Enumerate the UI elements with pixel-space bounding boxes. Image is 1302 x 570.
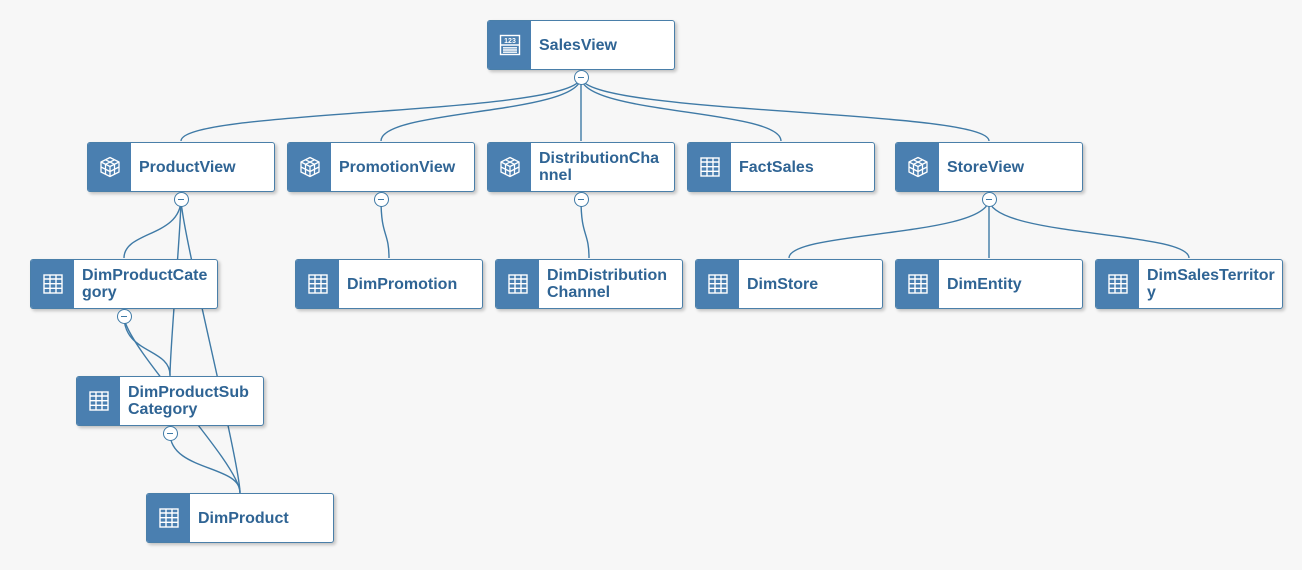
collapse-toggle-salesview[interactable]: [574, 70, 589, 85]
node-dimentity[interactable]: DimEntity: [895, 259, 1083, 309]
node-promotionview[interactable]: PromotionView: [287, 142, 475, 192]
collapse-toggle-distributionchannel[interactable]: [574, 192, 589, 207]
node-label: SalesView: [539, 36, 617, 54]
node-factsales[interactable]: FactSales: [687, 142, 875, 192]
node-label: DistributionChannel: [539, 150, 659, 184]
node-label: DimProductSubCategory: [128, 384, 249, 418]
edge-storeview-dimsalesterritory: [988, 198, 1190, 259]
node-label: FactSales: [739, 158, 814, 176]
edge-dimproductcategory-dimproductsubcategory: [123, 315, 171, 376]
collapse-toggle-dimproductsubcategory[interactable]: [163, 426, 178, 441]
collapse-toggle-dimproductcategory[interactable]: [117, 309, 132, 324]
edge-salesview-storeview: [580, 76, 990, 142]
svg-text:123: 123: [504, 38, 516, 45]
cube-icon: [896, 143, 939, 191]
node-distributionchannel[interactable]: DistributionChannel: [487, 142, 675, 192]
cube-icon: [88, 143, 131, 191]
node-dimproduct[interactable]: DimProduct: [146, 493, 334, 543]
node-label: DimPromotion: [347, 275, 458, 293]
table-icon: [77, 377, 120, 425]
node-label: ProductView: [139, 158, 236, 176]
table-icon: [896, 260, 939, 308]
table-icon: [1096, 260, 1139, 308]
edge-salesview-productview: [180, 76, 582, 142]
node-label: DimProductCategory: [82, 267, 208, 301]
node-label: StoreView: [947, 158, 1025, 176]
edge-productview-dimproduct: [180, 198, 241, 494]
node-dimsalesterritory[interactable]: DimSalesTerritory: [1095, 259, 1283, 309]
edge-dimproductsubcategory-dimproduct: [169, 432, 241, 493]
edge-distributionchannel-dimdistributionchannel: [580, 198, 590, 259]
node-label: DimSalesTerritory: [1147, 267, 1275, 301]
node-label: DimEntity: [947, 275, 1022, 293]
cube-icon: [288, 143, 331, 191]
node-label: PromotionView: [339, 158, 456, 176]
table-icon: [688, 143, 731, 191]
node-label: DimStore: [747, 275, 819, 293]
node-dimstore[interactable]: DimStore: [695, 259, 883, 309]
node-salesview[interactable]: 123 SalesView: [487, 20, 675, 70]
node-productview[interactable]: ProductView: [87, 142, 275, 192]
edge-salesview-promotionview: [380, 76, 582, 142]
node-storeview[interactable]: StoreView: [895, 142, 1083, 192]
node-dimdistributionchannel[interactable]: DimDistributionChannel: [495, 259, 683, 309]
edge-salesview-factsales: [580, 76, 782, 142]
table-icon: [296, 260, 339, 308]
node-label: DimDistributionChannel: [547, 267, 667, 301]
node-dimproductcategory[interactable]: DimProductCategory: [30, 259, 218, 309]
table-icon: [31, 260, 74, 308]
edge-storeview-dimstore: [788, 198, 990, 259]
collapse-toggle-productview[interactable]: [174, 192, 189, 207]
cube-icon: [488, 143, 531, 191]
calculator-icon: 123: [488, 21, 531, 69]
table-icon: [147, 494, 190, 542]
edge-productview-dimproductcategory: [123, 198, 182, 259]
edge-promotionview-dimpromotion: [380, 198, 390, 259]
node-label: DimProduct: [198, 509, 289, 527]
node-dimproductsubcategory[interactable]: DimProductSubCategory: [76, 376, 264, 426]
collapse-toggle-promotionview[interactable]: [374, 192, 389, 207]
collapse-toggle-storeview[interactable]: [982, 192, 997, 207]
table-icon: [696, 260, 739, 308]
table-icon: [496, 260, 539, 308]
node-dimpromotion[interactable]: DimPromotion: [295, 259, 483, 309]
